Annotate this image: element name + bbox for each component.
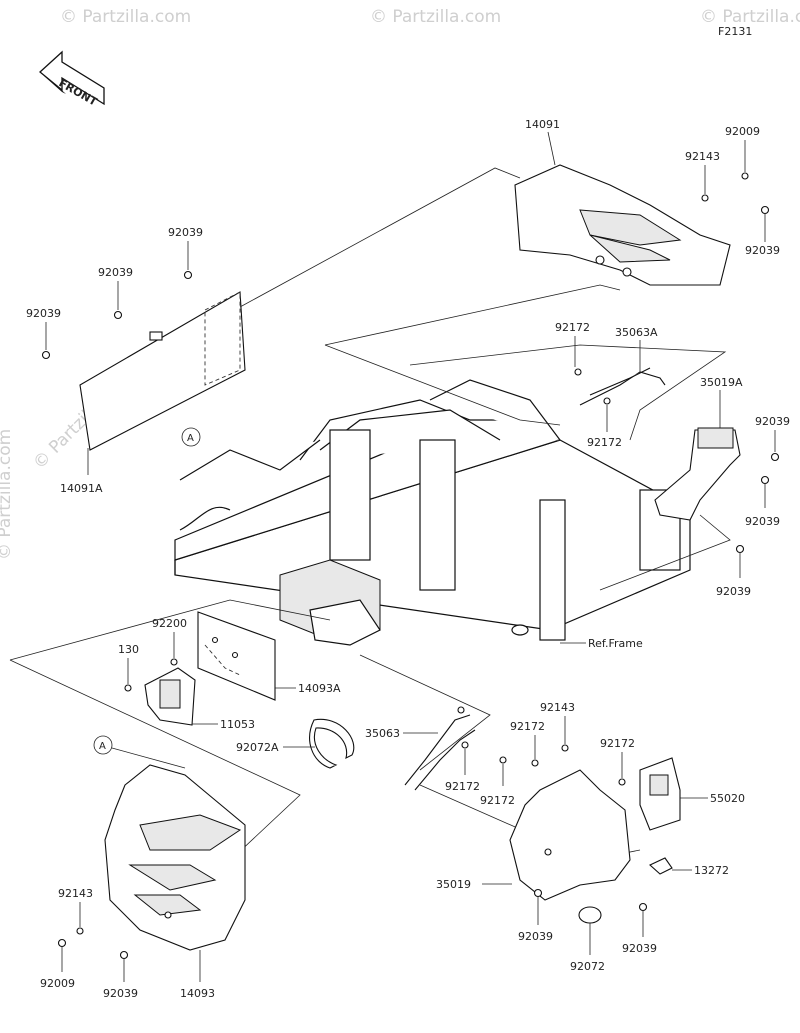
band-92072 xyxy=(578,906,602,924)
label-92039-rt: 92039 xyxy=(745,244,780,257)
clip-92039-right-top xyxy=(760,205,770,215)
label-92172-b: 92172 xyxy=(587,436,622,449)
label-13272: 13272 xyxy=(694,864,729,877)
label-35019: 35019 xyxy=(436,878,471,891)
leader-callout-a-bottom xyxy=(111,747,186,769)
label-14091A: 14091A xyxy=(60,482,103,495)
bolt-92172-f xyxy=(618,778,626,786)
label-35063: 35063 xyxy=(365,727,400,740)
bolt-92009-bl xyxy=(57,938,67,948)
clip-92039-b1 xyxy=(533,888,543,898)
band-92072A xyxy=(309,718,355,769)
washer-92143-bl xyxy=(76,927,84,935)
callout-a-top-label: A xyxy=(187,433,194,444)
label-130: 130 xyxy=(118,643,139,656)
part-35019A-guard xyxy=(654,427,780,554)
label-92039-r2: 92039 xyxy=(745,515,780,528)
part-35019-guard xyxy=(509,744,631,901)
bolt-92009-top xyxy=(741,172,749,180)
label-92072A: 92072A xyxy=(236,741,279,754)
label-92039-b1: 92039 xyxy=(518,930,553,943)
label-14093A: 14093A xyxy=(298,682,341,695)
label-35063A: 35063A xyxy=(615,326,658,339)
label-92039-tl1: 92039 xyxy=(168,226,203,239)
label-92039-bl: 92039 xyxy=(103,987,138,1000)
label-92172-a: 92172 xyxy=(555,321,590,334)
label-92172-c: 92172 xyxy=(510,720,545,733)
label-14091: 14091 xyxy=(525,118,560,131)
leader-14091 xyxy=(547,131,556,166)
bolt-130 xyxy=(124,684,132,692)
clip-92039-bl xyxy=(119,950,129,960)
part-35063A-bracket xyxy=(574,367,666,406)
label-92039-b2: 92039 xyxy=(622,942,657,955)
label-14093: 14093 xyxy=(180,987,215,1000)
label-92172-e: 92172 xyxy=(480,794,515,807)
washer-92200 xyxy=(170,658,178,666)
part-14091A-panel xyxy=(41,270,246,451)
label-92039-r1: 92039 xyxy=(755,415,790,428)
part-14093-fender xyxy=(104,764,246,951)
label-92172-f: 92172 xyxy=(600,737,635,750)
front-arrow-icon: FRONT xyxy=(39,50,105,109)
figure-code: F2131 xyxy=(718,25,752,38)
label-55020: 55020 xyxy=(710,792,745,805)
callout-a-bottom xyxy=(93,735,113,755)
watermark-2: © Partzilla.com xyxy=(370,7,501,27)
clip-92039-b2 xyxy=(638,902,648,912)
watermark-1: © Partzilla.com xyxy=(60,7,191,27)
part-14091-fender xyxy=(514,164,731,286)
watermark-5: © Partzilla.com xyxy=(0,429,15,560)
label-92143-mid: 92143 xyxy=(540,701,575,714)
label-92072: 92072 xyxy=(570,960,605,973)
part-14093A-plate xyxy=(197,611,276,701)
part-11053-bracket xyxy=(144,667,196,726)
label-11053: 11053 xyxy=(220,718,255,731)
part-35063-bracket xyxy=(404,706,507,791)
frame-assembly xyxy=(174,379,691,646)
clip-13272 xyxy=(649,857,673,875)
part-55020-bracket xyxy=(639,757,681,831)
callout-a-top xyxy=(181,427,201,447)
ref-frame-label: Ref.Frame xyxy=(588,637,643,650)
watermark-3: © Partzilla.com xyxy=(700,7,800,27)
label-92009-bl: 92009 xyxy=(40,977,75,990)
label-92039-tl2: 92039 xyxy=(98,266,133,279)
callout-a-bottom-label: A xyxy=(99,741,106,752)
label-92143-bl: 92143 xyxy=(58,887,93,900)
label-35019A: 35019A xyxy=(700,376,743,389)
label-92039-tl3: 92039 xyxy=(26,307,61,320)
label-92200: 92200 xyxy=(152,617,187,630)
label-92172-d: 92172 xyxy=(445,780,480,793)
label-92009-top: 92009 xyxy=(725,125,760,138)
label-92039-r3: 92039 xyxy=(716,585,751,598)
label-92143-top: 92143 xyxy=(685,150,720,163)
washer-92143-top xyxy=(701,194,709,202)
